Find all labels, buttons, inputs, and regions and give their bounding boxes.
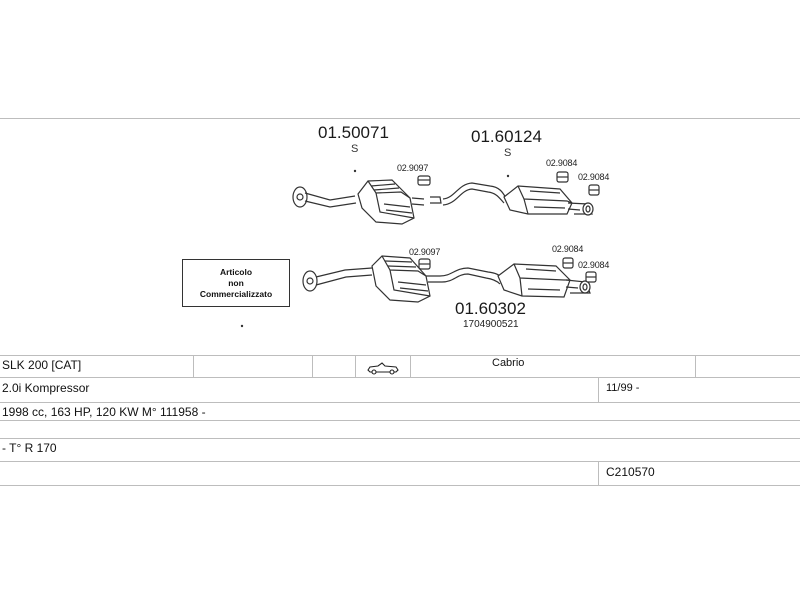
top-clamp-c xyxy=(588,184,600,196)
oem-number: 1704900521 xyxy=(463,319,519,330)
col-divider-2 xyxy=(312,355,313,377)
col-divider-4 xyxy=(410,355,411,377)
bottom-clamp-a xyxy=(418,258,431,270)
top-front-flange xyxy=(292,186,308,208)
clamp-label-bottom-c: 02.9084 xyxy=(578,260,610,270)
bottom-border xyxy=(0,485,800,486)
catalog-code: C210570 xyxy=(606,465,655,479)
col-divider-3 xyxy=(355,355,356,377)
row-divider-6 xyxy=(0,461,800,462)
convertible-car-icon xyxy=(367,362,399,375)
col-divider-1 xyxy=(193,355,194,377)
row-divider-4 xyxy=(0,420,800,421)
top-clamp-a xyxy=(417,175,431,186)
top-tailpipes xyxy=(567,202,594,216)
note-line-2: non xyxy=(228,277,244,288)
row-divider-1 xyxy=(0,355,800,356)
col-divider-6 xyxy=(598,377,599,402)
bottom-front-pipe xyxy=(315,267,373,286)
bottom-rear-pipe xyxy=(426,267,503,285)
ref-dot xyxy=(506,174,510,178)
row-divider-5 xyxy=(0,438,800,439)
bottom-clamp-c xyxy=(585,271,597,283)
vehicle-body: Cabrio xyxy=(492,357,525,369)
note-line-1: Articolo xyxy=(219,266,253,277)
top-rear-muffler xyxy=(503,185,573,215)
top-clamp-b xyxy=(556,171,569,183)
part-code-front-muffler: 01.50071 xyxy=(318,123,389,142)
top-front-muffler xyxy=(357,179,415,225)
clamp-label-top-a: 02.9097 xyxy=(397,163,429,173)
vehicle-model: SLK 200 [CAT] xyxy=(2,358,82,372)
clamp-label-top-b: 02.9084 xyxy=(546,158,578,168)
vehicle-date-from: 11/99 - xyxy=(606,382,640,394)
top-connector-pipe xyxy=(430,196,442,204)
top-front-pipe xyxy=(304,192,357,208)
part-code-rear-muffler-bottom: 01.60302 xyxy=(455,299,526,318)
part-flag-rear-muffler-top: S xyxy=(504,147,512,159)
part-code-rear-muffler-top: 01.60124 xyxy=(471,127,542,146)
part-flag-front-muffler: S xyxy=(351,143,359,155)
bottom-tailpipes xyxy=(565,279,591,294)
top-mid-pipe xyxy=(411,197,425,206)
bottom-clamp-b xyxy=(562,257,574,269)
clamp-label-bottom-a: 02.9097 xyxy=(409,247,441,257)
col-divider-5 xyxy=(695,355,696,377)
top-rear-pipe xyxy=(442,182,507,206)
clamp-label-top-c: 02.9084 xyxy=(578,172,610,182)
top-border xyxy=(0,118,800,119)
row-divider-2 xyxy=(0,377,800,378)
exhaust-diagram xyxy=(240,169,600,328)
vehicle-engine: 2.0i Kompressor xyxy=(2,381,90,395)
ref-dot xyxy=(353,169,357,173)
vehicle-specs: 1998 cc, 163 HP, 120 KW M° 111958 - xyxy=(2,405,206,419)
bottom-front-flange xyxy=(302,270,318,292)
ref-dot xyxy=(240,324,244,328)
row-divider-3 xyxy=(0,402,800,403)
note-line-3: Commercializzato xyxy=(199,288,273,299)
bottom-front-muffler xyxy=(371,255,431,303)
not-commercialized-note: Articolo non Commercializzato xyxy=(182,259,290,307)
bottom-rear-muffler xyxy=(497,263,571,298)
col-divider-7 xyxy=(598,461,599,485)
vehicle-type: - T° R 170 xyxy=(2,441,57,455)
clamp-label-bottom-b: 02.9084 xyxy=(552,244,584,254)
